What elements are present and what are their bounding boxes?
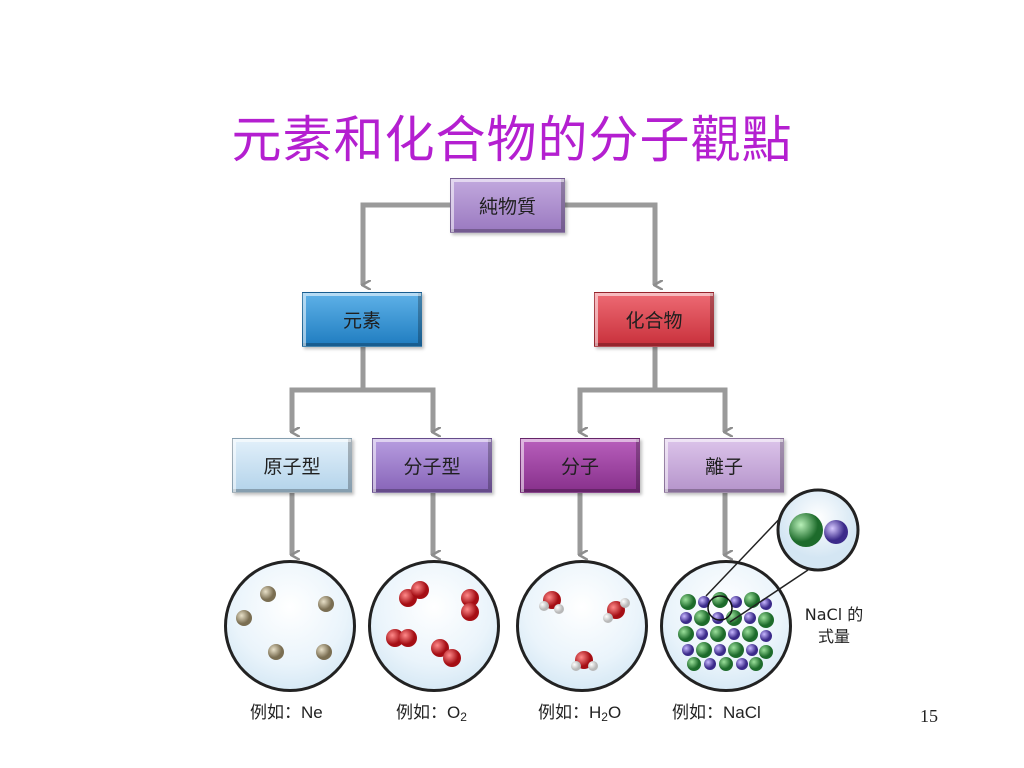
arrow-pure-compound [565,202,655,285]
pure-substance-box: 純物質 [450,178,565,233]
formula-o: O [447,703,461,722]
compound-label: 化合物 [625,310,683,332]
example-nacl-label: 例如：NaCl [672,698,761,723]
arrow-pure-element [360,202,450,285]
formula-unit-note: NaCl 的 式量 [794,604,874,648]
neon-atoms-icon [236,586,334,660]
molecular-box: 分子型 [372,438,492,493]
formula-note-line2: 式量 [817,627,850,646]
example-o2-label: 例如：O2 [396,698,467,724]
water-molecules-icon [539,591,630,671]
example-h2o-label: 例如：H2O [538,698,621,724]
molecule-box: 分子 [520,438,640,493]
arrow-element-molecular [363,387,433,432]
molecular-label: 分子型 [403,456,461,478]
formula-note-line1: NaCl 的 [804,605,864,624]
example-prefix: 例如： [396,703,447,723]
nacl-lattice-icon [678,592,774,671]
ionic-label: 離子 [704,456,743,478]
formula-h-subscript: 2 [601,710,608,724]
formula-o-subscript: 2 [460,710,467,724]
slide-title: 元素和化合物的分子觀點 [231,111,793,169]
formula-ne: Ne [301,703,323,722]
formula-h: H [589,703,602,722]
oxygen-molecules-circle [368,560,500,692]
water-molecules-circle [516,560,648,692]
example-prefix: 例如： [538,703,589,723]
nacl-lattice-circle [660,560,792,692]
compound-box: 化合物 [594,292,714,347]
element-label: 元素 [342,310,381,332]
element-box: 元素 [302,292,422,347]
formula-o: O [607,703,622,722]
pure-substance-label: 純物質 [478,196,536,218]
page-number: 15 [920,706,938,726]
example-ne-label: 例如：Ne [250,698,323,723]
atomic-label: 原子型 [263,456,321,478]
neon-atoms-circle [224,560,356,692]
arrow-compound-molecule [577,347,658,432]
example-prefix: 例如： [250,703,301,723]
formula-nacl: NaCl [723,703,761,722]
arrow-compound-ionic [655,387,725,432]
arrow-element-atomic [289,347,366,432]
molecule-label: 分子 [560,456,599,478]
atomic-box: 原子型 [232,438,352,493]
oxygen-molecules-icon [386,581,479,667]
example-prefix: 例如： [672,703,723,723]
ionic-box: 離子 [664,438,784,493]
